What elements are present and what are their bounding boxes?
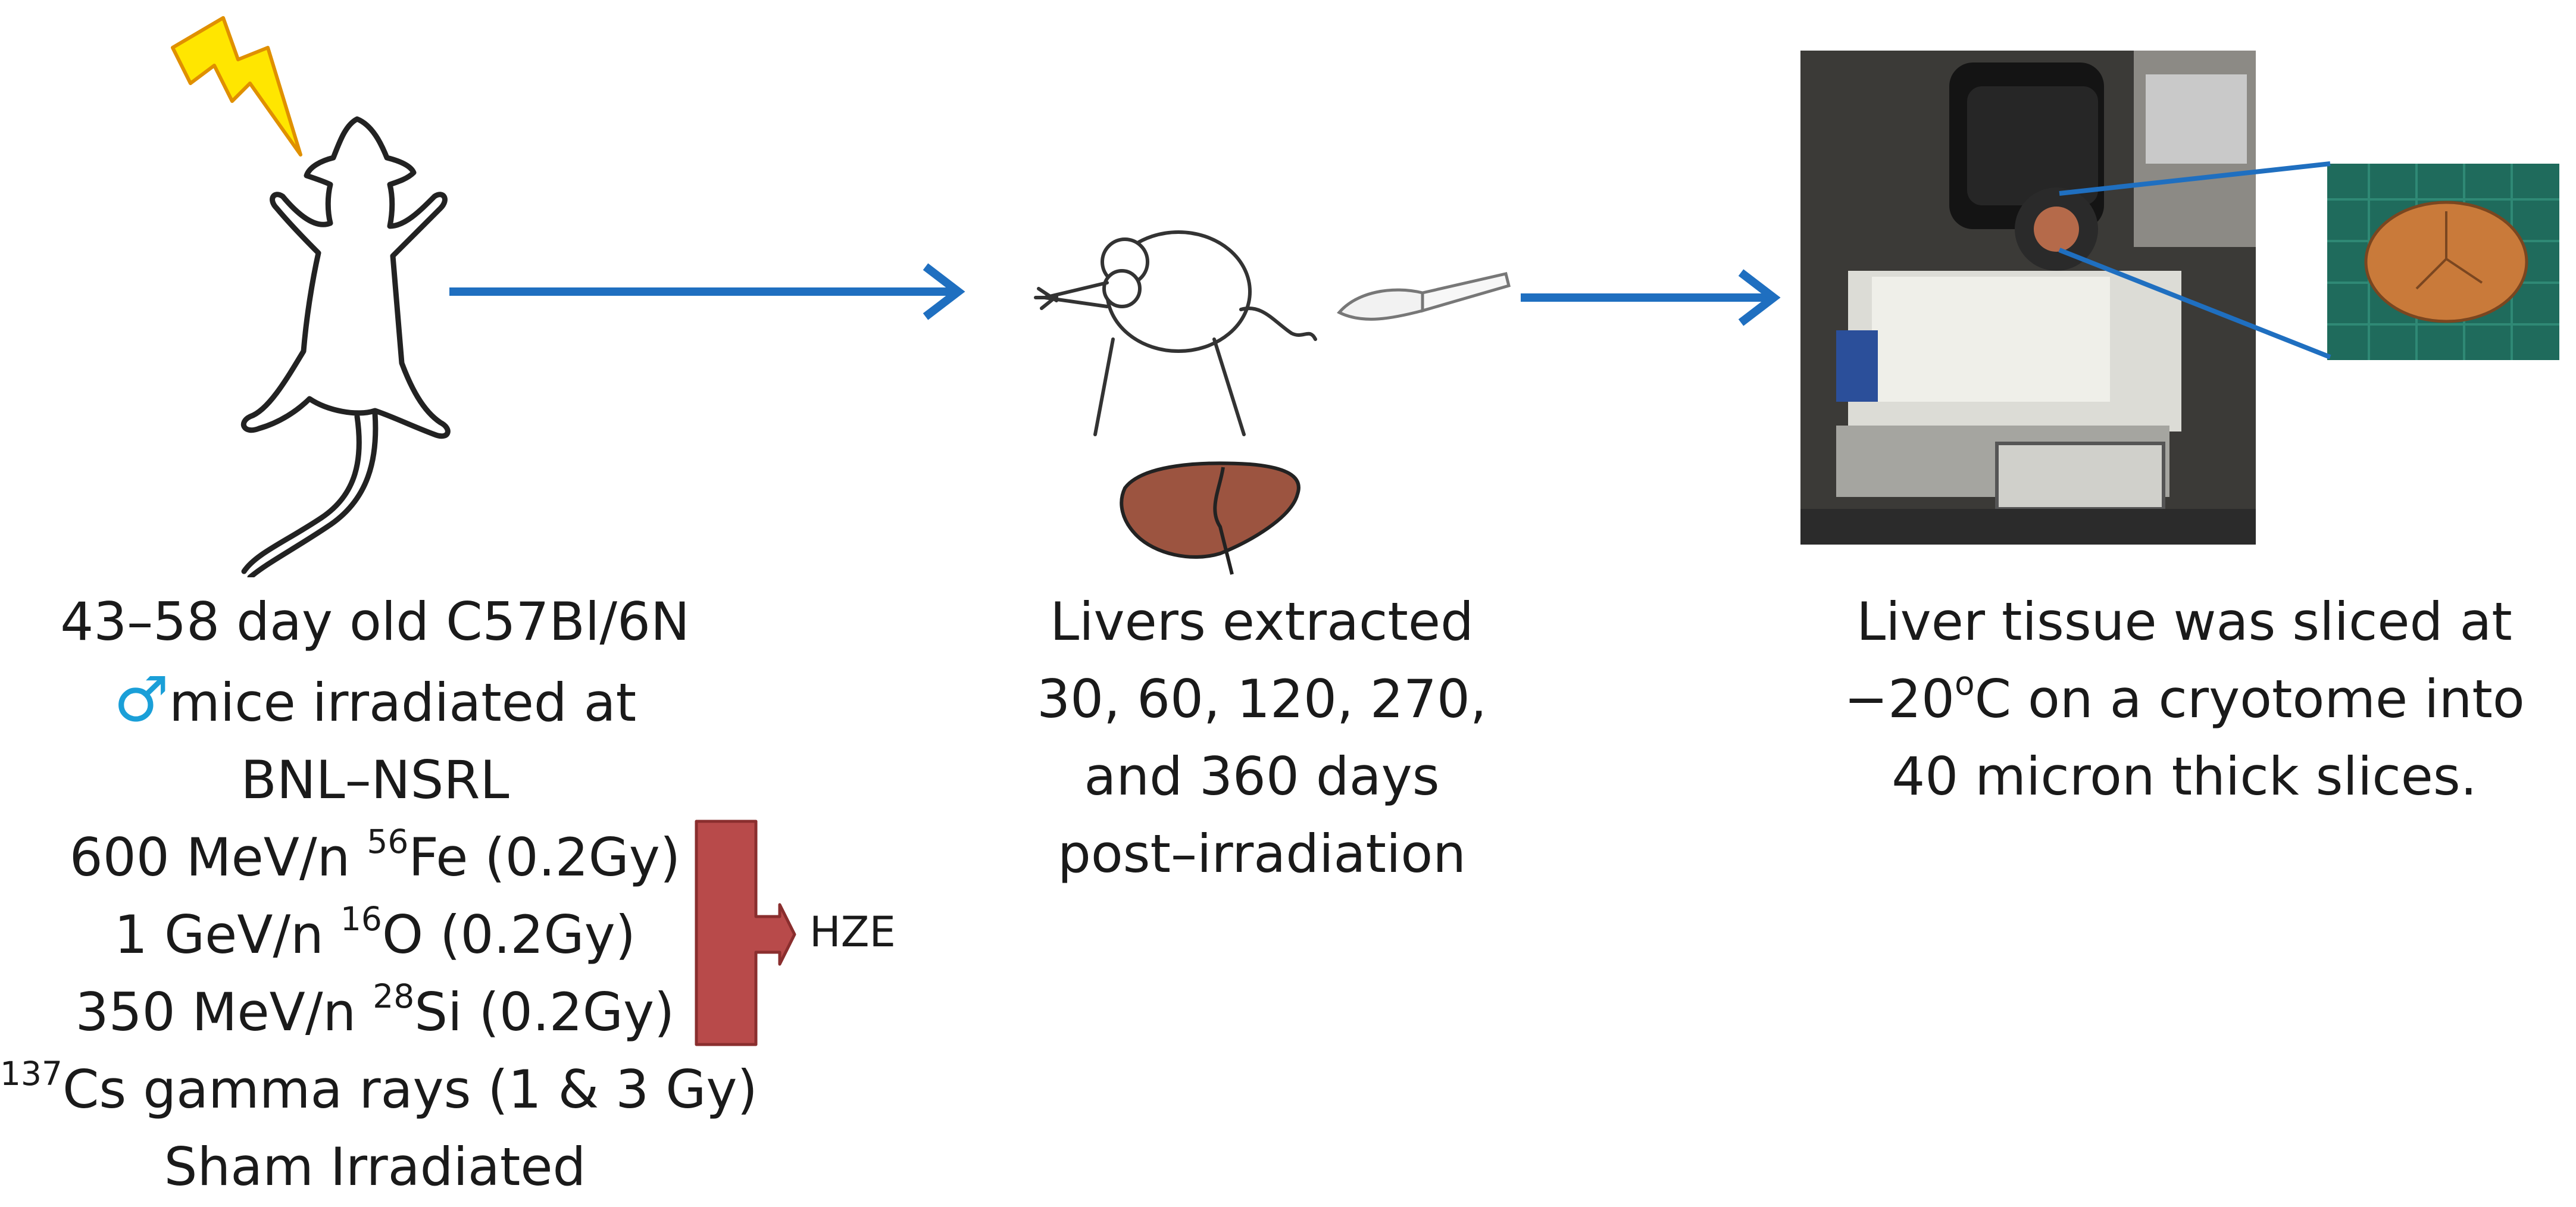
tissue-slice-photo [2327, 164, 2559, 360]
panel1-line-cs: 137Cs gamma rays (1 & 3 Gy) [0, 1054, 758, 1120]
lightning-icon [171, 16, 302, 157]
liver-icon [1120, 461, 1300, 575]
arrow-1 [449, 263, 965, 320]
panel2-text: Livers extracted 30, 60, 120, 270, and 3… [976, 583, 1548, 893]
panel2-line-4: post–irradiation [1057, 823, 1467, 884]
panel3-line-3: 40 micron thick slices. [1892, 746, 2477, 807]
mouse-icon [240, 116, 451, 577]
panel1-line-si: 350 MeV/n 28Si (0.2Gy) [75, 977, 675, 1043]
male-symbol-icon: ♂ [113, 663, 170, 736]
panel1-line-sham: Sham Irradiated [164, 1136, 586, 1197]
arrow-2 [1521, 269, 1781, 326]
panel1-line-facility: BNL–NSRL [240, 749, 509, 811]
mouse-side-icon [1034, 230, 1317, 436]
panel1-mice-label: mice irradiated at [169, 672, 637, 733]
panel2-line-1: Livers extracted [1050, 591, 1474, 652]
zoom-lines [2058, 161, 2331, 359]
panel3-line-1: Liver tissue was sliced at [1856, 591, 2512, 652]
panel1-line-mice: ♂mice irradiated at [0, 661, 750, 742]
panel1-text: 43–58 day old C57Bl/6N ♂mice irradiated … [0, 583, 758, 1206]
panel1-line-fe: 600 MeV/n 56Fe (0.2Gy) [69, 822, 681, 888]
panel3-text: Liver tissue was sliced at −20oC on a cr… [1797, 583, 2571, 815]
scalpel-icon [1337, 272, 1511, 321]
panel2-line-2: 30, 60, 120, 270, [1037, 668, 1487, 730]
panel1-line-age: 43–58 day old C57Bl/6N [60, 591, 690, 652]
panel2-line-3: and 360 days [1084, 746, 1440, 807]
hze-bracket [695, 820, 796, 1046]
panel1-line-o: 1 GeV/n 16O (0.2Gy) [114, 899, 636, 965]
hze-label: HZE [809, 908, 896, 956]
panel3-line-2: −20oC on a cryotome into [1844, 664, 2525, 730]
